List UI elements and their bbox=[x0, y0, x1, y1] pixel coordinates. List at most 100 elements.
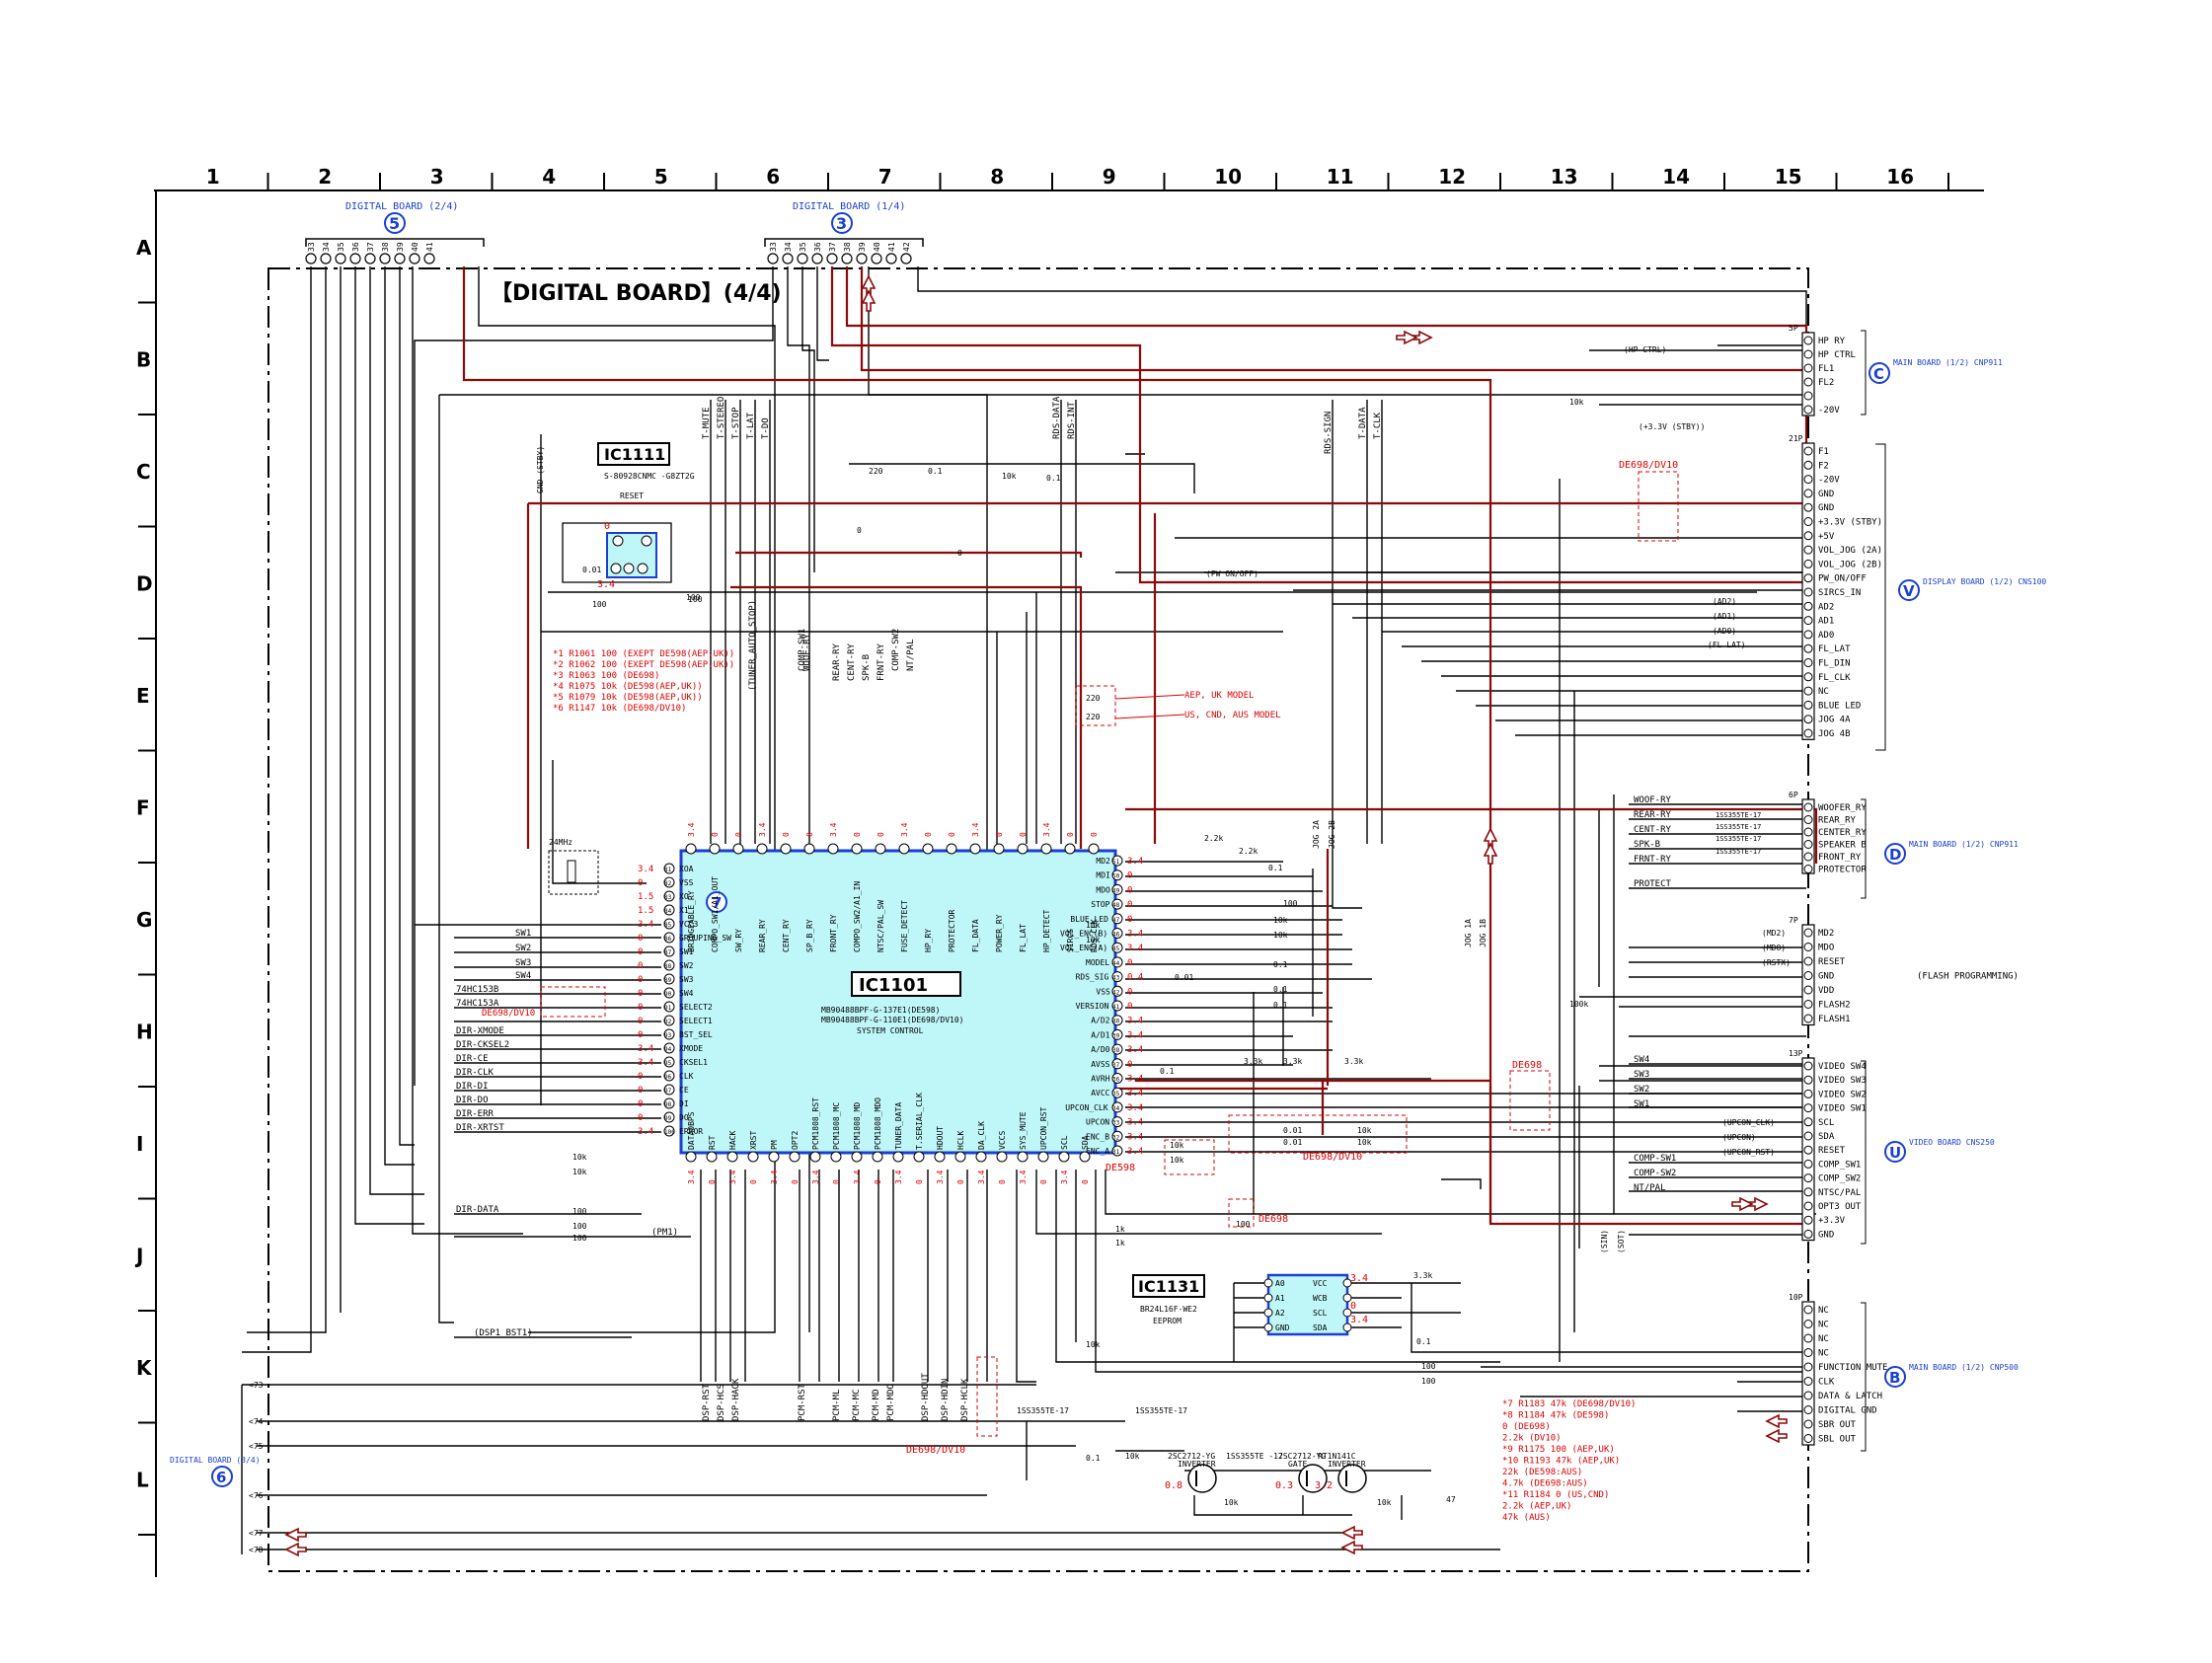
voltage: 0 bbox=[853, 832, 862, 837]
connector-pin bbox=[1803, 852, 1813, 862]
board-ref-number: 5 bbox=[389, 214, 400, 233]
pin-socket bbox=[811, 253, 823, 265]
pin-name: MDO bbox=[1096, 885, 1110, 894]
diode-label: 1SS355TE-17 bbox=[1716, 811, 1761, 819]
pin-number: 41 bbox=[1112, 1004, 1120, 1011]
note-line: *5 R1079 10k (DE598(AEP,UK)) bbox=[553, 693, 703, 703]
svg-text:0.01: 0.01 bbox=[582, 566, 601, 574]
note-line: 2.2k (DV10) bbox=[1502, 1434, 1562, 1444]
vertical-label: PCM-ML bbox=[832, 1389, 842, 1421]
ic-pin bbox=[1111, 1145, 1123, 1157]
connector-pin bbox=[1803, 1201, 1813, 1211]
voltage: 0 bbox=[995, 832, 1004, 837]
pin-socket bbox=[394, 253, 406, 265]
board-ref-number: 3 bbox=[836, 214, 847, 233]
display-tag: (HP CTRL) bbox=[1624, 345, 1666, 354]
voltage: 0 bbox=[638, 1072, 643, 1082]
ic-pin bbox=[1111, 971, 1123, 983]
vertical-label: PCM-MDO bbox=[886, 1384, 896, 1421]
voltage: 3.4 bbox=[977, 1170, 986, 1184]
pin-name: AVCC bbox=[1091, 1089, 1109, 1097]
connector-label: 6P bbox=[1789, 791, 1798, 799]
pin-name: OPT2 bbox=[791, 1131, 800, 1150]
ic1101-desc: SYSTEM CONTROL bbox=[857, 1026, 924, 1035]
voltage: 0 bbox=[638, 1086, 643, 1096]
component-value: 10k bbox=[1002, 472, 1017, 481]
pin-socket bbox=[409, 253, 420, 265]
ic-pin bbox=[1111, 1043, 1123, 1055]
pin-name: A/D1 bbox=[1091, 1030, 1109, 1039]
board-ref-label: MAIN BOARD (1/2) CNP500 bbox=[1909, 1363, 2019, 1372]
grid-row-J: J bbox=[134, 1244, 143, 1267]
ic1101-label: IC1101 bbox=[859, 975, 928, 996]
board-ref-number: C bbox=[1873, 365, 1884, 383]
component-value: 100 bbox=[1421, 1377, 1436, 1386]
voltage: 0 bbox=[877, 832, 885, 837]
title-bg bbox=[489, 276, 755, 306]
voltage: 3.4 bbox=[1127, 1017, 1143, 1026]
voltage: 0 bbox=[638, 975, 643, 985]
pin-number: 42 bbox=[902, 242, 911, 252]
pin-number: 32 bbox=[1112, 1134, 1120, 1141]
connector-pin bbox=[1803, 1434, 1813, 1443]
voltage: 3.4 bbox=[1127, 1030, 1143, 1040]
pin-number: 94 bbox=[664, 1046, 672, 1053]
voltage: 3.4 bbox=[638, 1058, 653, 1068]
signal-arrows bbox=[284, 274, 1788, 1557]
ic-pin bbox=[663, 863, 675, 874]
pin-socket bbox=[305, 253, 317, 265]
voltage: 0 bbox=[638, 934, 643, 944]
vertical-label: WOOF-RY bbox=[802, 633, 812, 671]
component-value: 0.01 bbox=[1283, 1138, 1302, 1147]
component-value: 10k bbox=[572, 1153, 587, 1162]
diode-label: 1SS355TE-17 bbox=[1716, 835, 1761, 843]
component-value: 47 bbox=[1446, 1495, 1456, 1504]
grid-col-2: 2 bbox=[318, 165, 332, 189]
pin-name: XRST bbox=[749, 1131, 758, 1150]
connector-pin-label: CLK bbox=[1818, 1378, 1835, 1388]
upcon-tag: (UPCON_RST) bbox=[1722, 1148, 1775, 1157]
ic1131-part: BR24L16F-WE2 bbox=[1140, 1305, 1197, 1314]
connector-pin bbox=[1803, 1014, 1813, 1023]
component-value: 2.2k bbox=[1239, 847, 1258, 856]
pin-socket bbox=[349, 253, 361, 265]
voltage: 0 bbox=[791, 1179, 800, 1184]
connector-pin bbox=[1803, 865, 1813, 873]
connector-pin bbox=[1803, 1419, 1813, 1429]
note-line: 22k (DE598:AUS) bbox=[1502, 1468, 1582, 1477]
ic-pin bbox=[663, 1125, 675, 1137]
tag-de698-dv10: DE698/DV10 bbox=[1619, 460, 1678, 471]
ic-pin bbox=[663, 1056, 675, 1068]
connector-pin-label: SBL OUT bbox=[1818, 1435, 1857, 1445]
flash-tag: (RSTX) bbox=[1762, 958, 1791, 967]
voltage: 3.4 bbox=[1127, 930, 1143, 940]
ic-pin bbox=[685, 843, 697, 855]
pin-name: ENC_A bbox=[1086, 1147, 1109, 1156]
component-value: 100 bbox=[572, 1222, 587, 1231]
connector-pin bbox=[1803, 446, 1813, 456]
sw-line: SW2 bbox=[1634, 1085, 1649, 1095]
board6-pin-label: <73 bbox=[249, 1381, 264, 1390]
svg-text:SDA: SDA bbox=[1313, 1323, 1328, 1332]
connector-pin bbox=[1803, 349, 1813, 359]
wiring-black bbox=[241, 266, 1816, 1554]
pin-name: FL_LAT bbox=[1019, 924, 1028, 952]
model-note-2: US, CND, AUS MODEL bbox=[1184, 711, 1281, 720]
pin-socket bbox=[885, 253, 897, 265]
voltage: 3.4 bbox=[758, 822, 767, 837]
ic-pin bbox=[872, 1151, 883, 1163]
svg-text:220: 220 bbox=[1086, 713, 1101, 721]
ic1131-label: IC1131 bbox=[1138, 1277, 1199, 1296]
svg-text:3.4: 3.4 bbox=[1350, 1315, 1368, 1325]
connector-pin-label: VOL_JOG (2A) bbox=[1818, 546, 1882, 556]
pin-name: PCM1808_RST bbox=[811, 1097, 820, 1150]
note-line: 2.2k (AEP,UK) bbox=[1502, 1502, 1571, 1512]
svg-text:3.4: 3.4 bbox=[597, 579, 615, 590]
connector-label: 7P bbox=[1789, 916, 1798, 925]
pin-number: 39 bbox=[1112, 1032, 1120, 1039]
vertical-label: NT/PAL bbox=[906, 639, 916, 671]
grid-row-K: K bbox=[136, 1356, 153, 1380]
pin-number: 97 bbox=[664, 1088, 672, 1095]
